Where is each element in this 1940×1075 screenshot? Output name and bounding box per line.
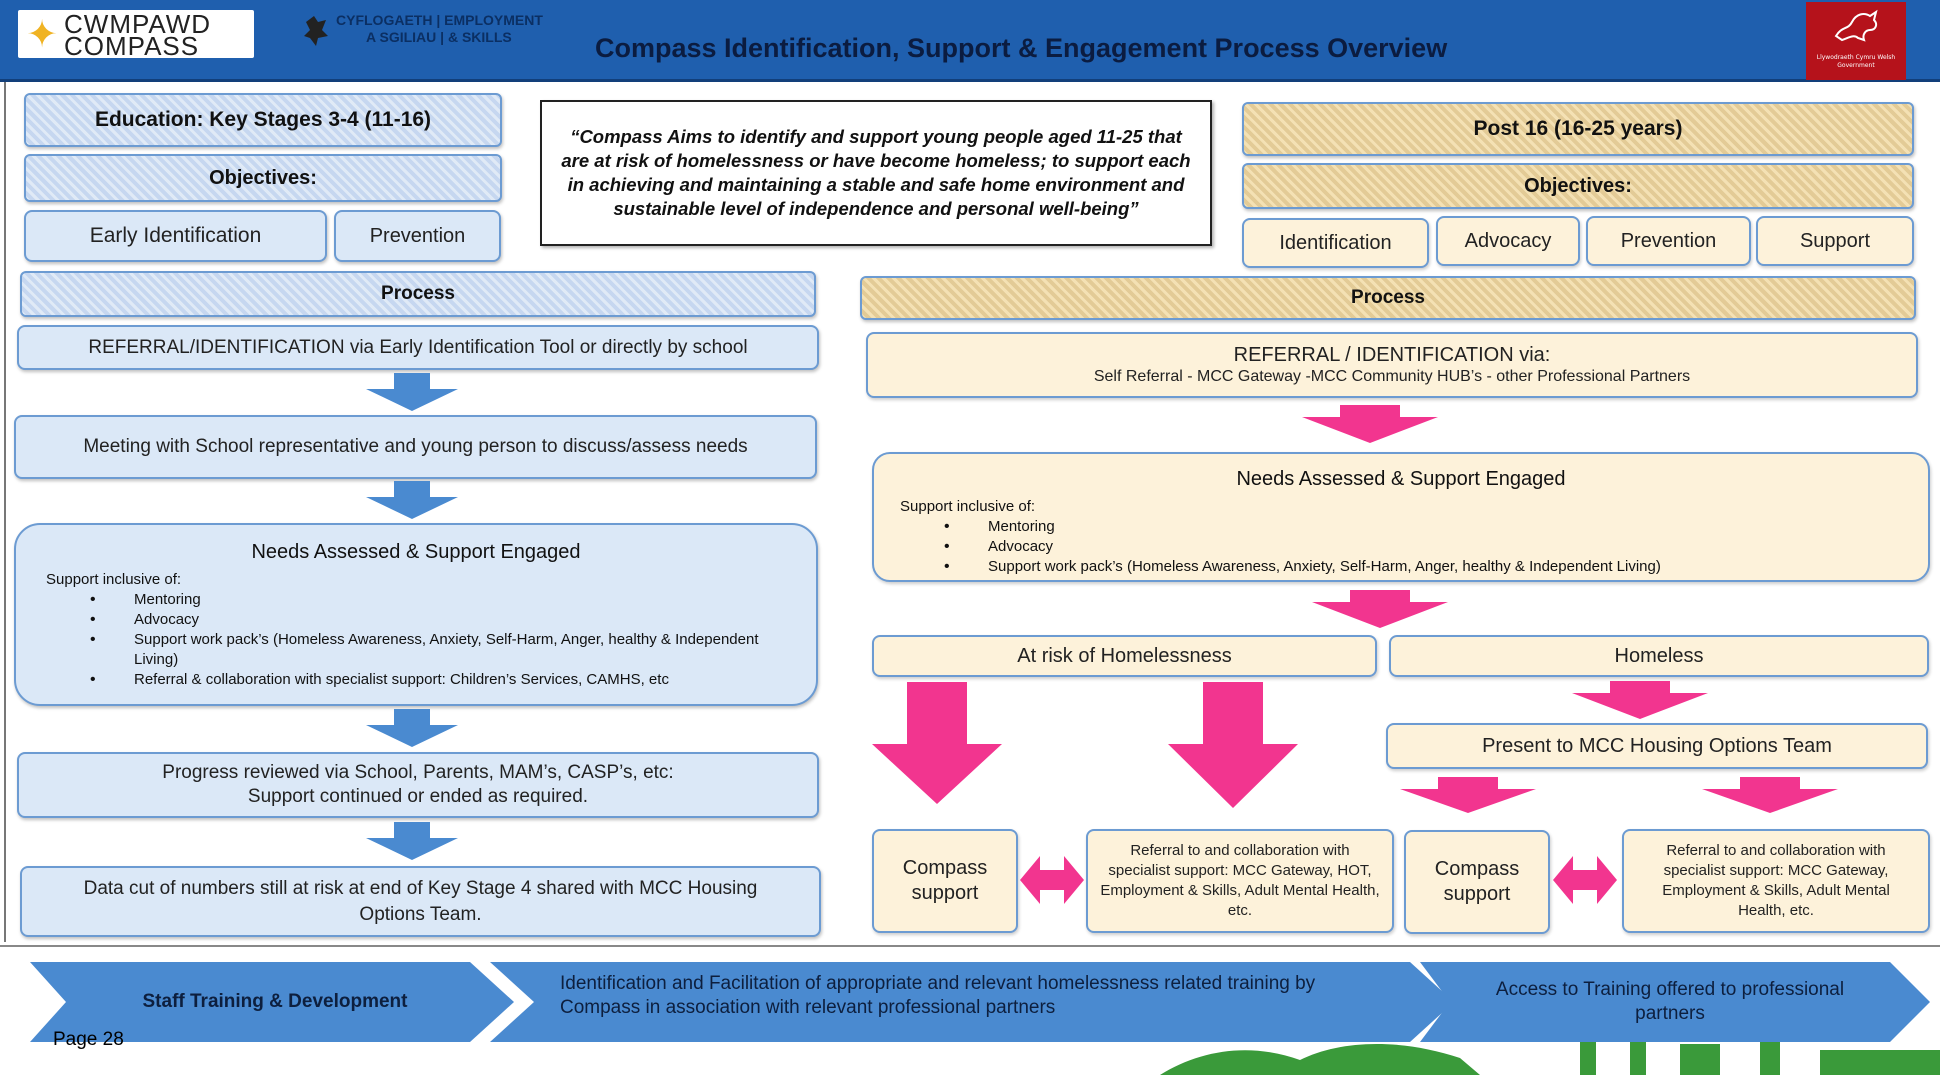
progress-line-2: Support continued or ended as required. bbox=[247, 786, 589, 807]
post16-heading: Post 16 (16-25 years) bbox=[1242, 102, 1914, 156]
objective-identification: Identification bbox=[1242, 218, 1429, 268]
page-title: Compass Identification, Support & Engage… bbox=[595, 33, 1448, 63]
pink-down-arrow-5 bbox=[1702, 777, 1838, 813]
right-objectives-label: Objectives: bbox=[1242, 163, 1914, 209]
list-item: Referral & collaboration with specialist… bbox=[90, 670, 776, 690]
down-arrow-4 bbox=[366, 822, 458, 860]
down-arrow-2 bbox=[366, 481, 458, 519]
right-support-lead: Support inclusive of: bbox=[900, 498, 1036, 515]
list-item: Advocacy bbox=[944, 537, 1928, 557]
left-needs-title: Needs Assessed & Support Engaged bbox=[251, 541, 581, 563]
right-needs-title: Needs Assessed & Support Engaged bbox=[1236, 468, 1566, 490]
left-step-referral: REFERRAL/IDENTIFICATION via Early Identi… bbox=[17, 325, 819, 370]
left-process-label: Process bbox=[20, 271, 816, 317]
list-item: Support work pack’s (Homeless Awareness,… bbox=[90, 630, 776, 670]
welsh-government-logo: Llywodraeth Cymru Welsh Government bbox=[1806, 2, 1906, 80]
dragon-icon bbox=[1834, 9, 1878, 42]
left-objectives-label: Objectives: bbox=[24, 154, 502, 202]
footer-separator bbox=[0, 945, 1940, 947]
progress-line-1: Progress reviewed via School, Parents, M… bbox=[162, 762, 674, 783]
referral-box-b: Referral to and collaboration with speci… bbox=[1622, 829, 1930, 933]
right-referral-box: REFERRAL / IDENTIFICATION via: Self Refe… bbox=[866, 332, 1918, 398]
banner-identification-training: Identification and Facilitation of appro… bbox=[560, 973, 1316, 1018]
banner-access-training: Access to Training offered to profession… bbox=[1495, 979, 1845, 1024]
list-item: Mentoring bbox=[944, 517, 1928, 537]
objective-prevention: Prevention bbox=[334, 210, 501, 262]
list-item: Support work pack’s (Homeless Awareness,… bbox=[944, 557, 1928, 577]
double-arrow-a bbox=[1020, 856, 1084, 904]
referral-box-a: Referral to and collaboration with speci… bbox=[1086, 829, 1394, 933]
pink-big-arrow-2 bbox=[1168, 682, 1298, 808]
at-risk-box: At risk of Homelessness bbox=[872, 635, 1377, 677]
welsh-government-text: Llywodraeth Cymru Welsh Government bbox=[1816, 54, 1896, 69]
right-support-list: Mentoring Advocacy Support work pack’s (… bbox=[874, 517, 1928, 577]
ces-line-2: A SGILIAU | & SKILLS bbox=[366, 29, 512, 45]
left-step-meeting: Meeting with School representative and y… bbox=[14, 415, 817, 479]
education-heading: Education: Key Stages 3-4 (11-16) bbox=[24, 93, 502, 147]
compass-logo: ✦ CWMPAWD COMPASS bbox=[18, 9, 254, 61]
pink-down-arrow-4 bbox=[1400, 777, 1536, 813]
objective-advocacy: Advocacy bbox=[1436, 216, 1580, 266]
logo-line-2: COMPASS bbox=[64, 31, 200, 61]
compass-star-icon: ✦ bbox=[26, 12, 58, 56]
homeless-box: Homeless bbox=[1389, 635, 1929, 677]
objective-prevention-post16: Prevention bbox=[1586, 216, 1751, 266]
footer-banner-shapes bbox=[30, 962, 1930, 1042]
right-referral-sub: Self Referral - MCC Gateway -MCC Communi… bbox=[1093, 367, 1691, 385]
left-step-progress: Progress reviewed via School, Parents, M… bbox=[17, 752, 819, 818]
pink-down-arrow-2 bbox=[1312, 590, 1448, 628]
pink-down-arrow-3 bbox=[1572, 681, 1708, 719]
list-item: Advocacy bbox=[90, 610, 776, 630]
objective-early-identification: Early Identification bbox=[24, 210, 327, 262]
double-arrow-b bbox=[1553, 856, 1617, 904]
left-rule bbox=[4, 82, 6, 942]
compass-support-a: Compass support bbox=[872, 829, 1018, 933]
logo-line-1: CWMPAWD bbox=[64, 9, 212, 39]
header-bar bbox=[0, 0, 1940, 82]
pink-big-arrow-1 bbox=[872, 682, 1002, 804]
left-support-lead: Support inclusive of: bbox=[46, 571, 182, 588]
left-needs-box: Needs Assessed & Support Engaged Support… bbox=[14, 523, 818, 706]
down-arrow-3 bbox=[366, 709, 458, 747]
employment-skills-icon bbox=[304, 16, 328, 46]
objective-support: Support bbox=[1756, 216, 1914, 266]
compass-support-b: Compass support bbox=[1404, 830, 1550, 934]
banner-staff-training: Staff Training & Development bbox=[142, 991, 408, 1012]
footer-scenery-icon bbox=[1160, 1032, 1940, 1075]
page-number: Page 28 bbox=[53, 1029, 124, 1050]
right-referral-title: REFERRAL / IDENTIFICATION via: bbox=[1233, 343, 1551, 366]
aims-quote: “Compass Aims to identify and support yo… bbox=[540, 100, 1212, 246]
present-to-housing-box: Present to MCC Housing Options Team bbox=[1386, 723, 1928, 769]
left-step-data-cut: Data cut of numbers still at risk at end… bbox=[20, 866, 821, 937]
left-support-list: Mentoring Advocacy Support work pack’s (… bbox=[16, 590, 816, 690]
right-needs-box: Needs Assessed & Support Engaged Support… bbox=[872, 452, 1930, 582]
down-arrow-1 bbox=[366, 373, 458, 411]
employment-skills-text: CYFLOGAETH | EMPLOYMENT A SGILIAU | & SK… bbox=[336, 12, 543, 46]
ces-line-1: CYFLOGAETH | EMPLOYMENT bbox=[336, 12, 543, 28]
pink-down-arrow-1 bbox=[1302, 405, 1438, 443]
list-item: Mentoring bbox=[90, 590, 776, 610]
right-process-label: Process bbox=[860, 276, 1916, 320]
